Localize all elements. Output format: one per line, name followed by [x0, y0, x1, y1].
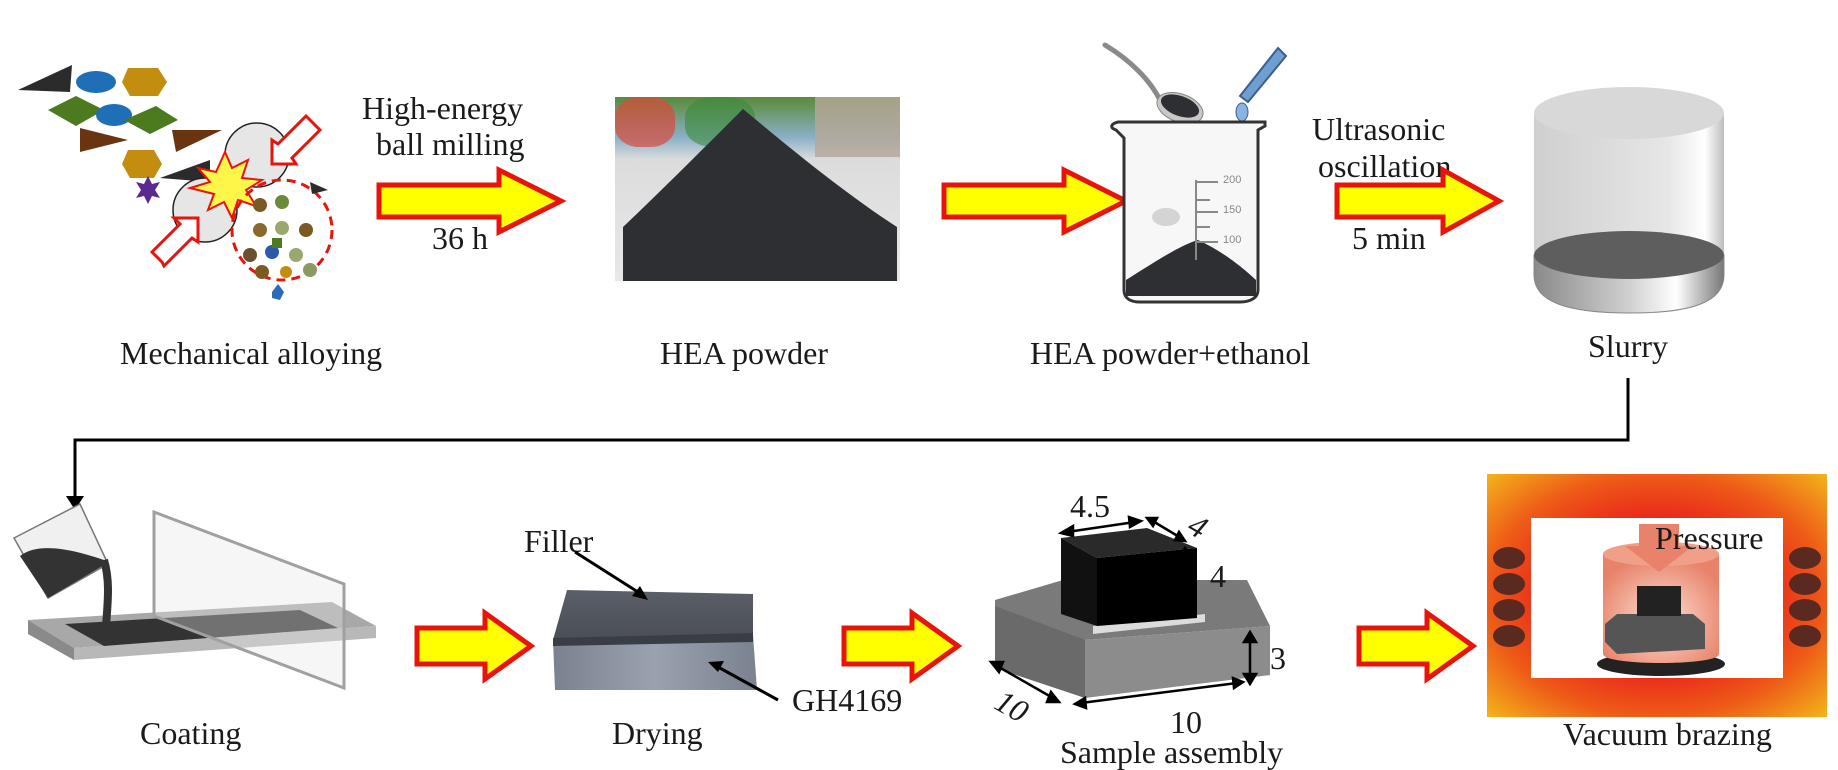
compression-arrow-upper [270, 113, 323, 166]
pouring-beaker-icon [12, 502, 112, 627]
filler-block-top [1061, 528, 1197, 558]
sample-assembly-illustration [988, 515, 1270, 710]
particle-diamond-green-2 [124, 106, 178, 134]
particle-hexagon-gold [122, 68, 167, 96]
process-arrow-2 [941, 165, 1132, 237]
heating-coil-left [1493, 547, 1525, 647]
process-arrow-4 [414, 608, 536, 684]
step-label-coating: Coating [140, 715, 242, 751]
transition-3-bottom: 5 min [1352, 220, 1426, 256]
dropper-icon [1235, 46, 1288, 122]
filler-block-front [1061, 538, 1097, 626]
particle-star-purple [136, 176, 160, 204]
step-label-drying: Drying [612, 715, 703, 751]
powder-in-beaker [1126, 240, 1256, 296]
powder-pile [623, 109, 897, 281]
step-label-slurry: Slurry [1588, 328, 1668, 364]
process-arrow-3 [1334, 165, 1505, 237]
process-arrow-6 [1356, 608, 1478, 684]
filler-block-face [1097, 548, 1197, 626]
particle-ellipse-blue [76, 71, 116, 93]
compression-arrow-lower [149, 216, 200, 269]
container-top [1534, 87, 1724, 139]
dimension-base-height: 3 [1270, 640, 1286, 676]
step-label-vacuum-brazing: Vacuum brazing [1563, 716, 1772, 752]
pressure-arrow-icon [1625, 524, 1693, 572]
dimension-filler-height: 4 [1210, 558, 1226, 594]
transition-1-top-line1: High-energy [362, 90, 524, 126]
step-label-mechanical-alloying: Mechanical alloying [120, 335, 383, 371]
process-arrow-5 [841, 608, 963, 684]
dimension-filler-width: 4.5 [1070, 488, 1110, 524]
drying-sample-photo [553, 590, 757, 690]
beaker-icon [1110, 120, 1267, 304]
beaker-scale-100: 100 [1223, 234, 1242, 246]
step-label-hea-powder-ethanol: HEA powder+ethanol [1030, 335, 1311, 371]
spoon-icon [1102, 42, 1204, 125]
particle-hexagon-gold-2 [122, 150, 162, 178]
particle-diamond-green [48, 96, 104, 126]
step-label-hea-powder: HEA powder [660, 335, 828, 371]
annotation-pressure: Pressure [1655, 520, 1764, 556]
annotation-substrate: GH4169 [792, 682, 903, 718]
transition-1-bottom: 36 h [432, 220, 488, 256]
particle-ellipse-blue-2 [96, 104, 132, 126]
particle-triangle-brown-2 [172, 130, 222, 152]
beaker-scale-150: 150 [1223, 204, 1242, 216]
dimension-base-width: 10 [1170, 704, 1202, 740]
filler-leader-line [574, 550, 639, 594]
particle-triangle-brown [80, 128, 128, 152]
connector-arrowhead [66, 496, 84, 510]
doctor-blade [152, 509, 346, 691]
base-block-side [995, 606, 1085, 698]
transition-3-top-line2: oscillation [1318, 148, 1452, 184]
heating-coils [1493, 524, 1821, 676]
dimension-arrows [988, 515, 1259, 710]
particle-triangle-black-2 [160, 160, 210, 182]
alloyed-particles-region [230, 178, 334, 282]
particle-triangle-black [18, 65, 72, 92]
slurry-container-illustration [1533, 87, 1725, 314]
annotation-filler: Filler [524, 523, 594, 559]
heating-coil-right [1789, 547, 1821, 647]
base-block-front [1085, 626, 1270, 698]
beaker-scale-200: 200 [1223, 174, 1242, 186]
substrate-leader-line [717, 665, 779, 702]
slurry-surface [1534, 231, 1724, 279]
transition-1-top-line2: ball milling [376, 126, 525, 162]
hea-powder-photo [615, 97, 900, 281]
alloyed-particles [243, 182, 328, 300]
step-label-sample-assembly: Sample assembly [1060, 734, 1284, 770]
coating-illustration [12, 502, 376, 691]
mechanical-alloying-illustration [18, 65, 334, 300]
transition-3-top-line1: Ultrasonic [1312, 111, 1446, 147]
process-arrow-1 [376, 165, 567, 237]
beaker-illustration [1102, 42, 1288, 304]
slurry-coating-layer [65, 610, 338, 646]
